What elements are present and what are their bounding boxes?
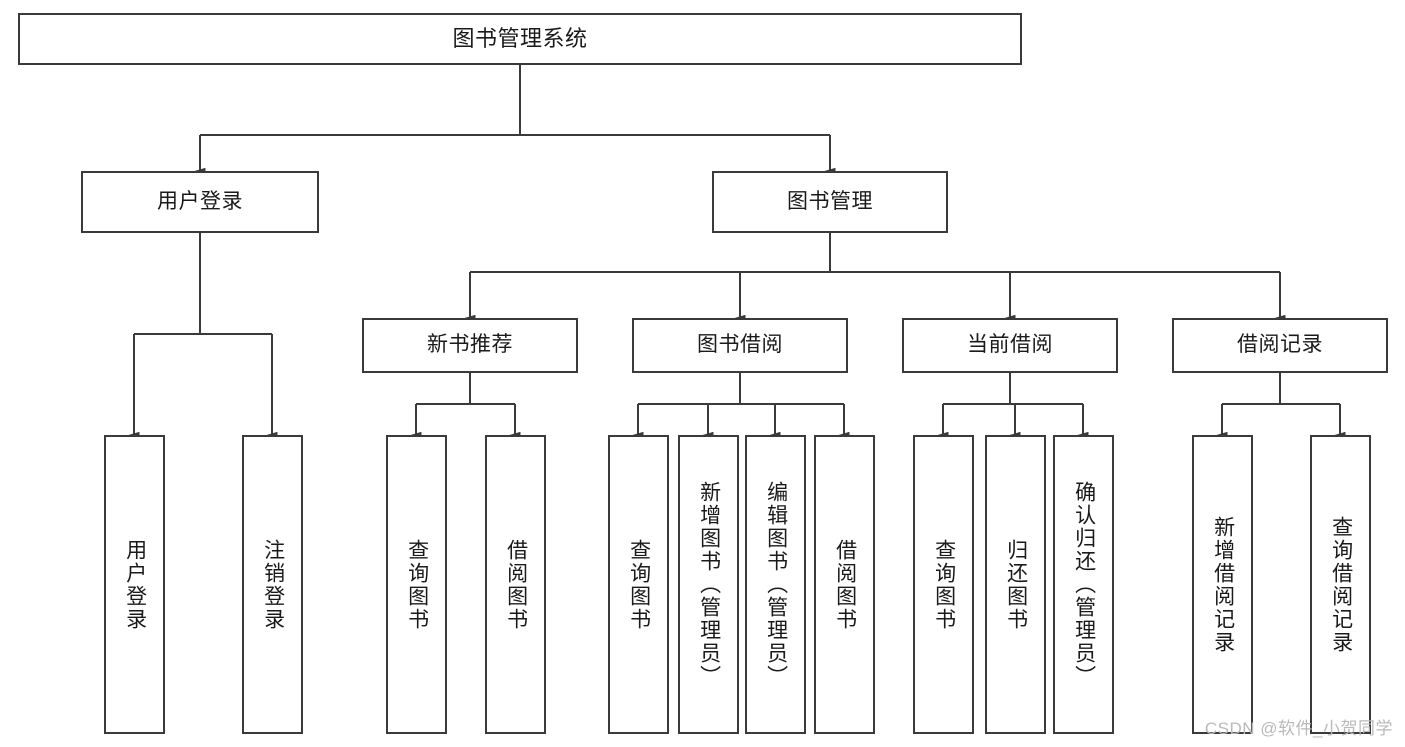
node-label: 借阅图书 [504,538,528,631]
node-label: 查询借阅记录 [1329,515,1353,654]
node-borrow-record[interactable]: 借阅记录 [1172,318,1388,373]
node-leaf-cur-return[interactable]: 归还图书 [985,435,1046,734]
node-label: 图书借阅 [697,333,783,357]
node-current-borrow[interactable]: 当前借阅 [902,318,1118,373]
node-leaf-cur-confirm[interactable]: 确认归还（管理员） [1053,435,1114,734]
node-label: 确认归还（管理员） [1072,481,1096,688]
node-root[interactable]: 图书管理系统 [18,13,1022,65]
node-label: 图书管理 [787,189,873,213]
node-leaf-rec-borrow[interactable]: 借阅图书 [485,435,546,734]
node-leaf-borrow-lend[interactable]: 借阅图书 [814,435,875,734]
node-label: 新书推荐 [427,333,513,357]
node-leaf-borrow-query[interactable]: 查询图书 [608,435,669,734]
node-label: 借阅图书 [833,538,857,631]
node-leaf-user-logout[interactable]: 注销登录 [242,435,303,734]
node-label: 归还图书 [1004,538,1028,631]
node-label: 查询图书 [405,538,429,631]
node-label: 新增借阅记录 [1211,515,1235,654]
node-label: 查询图书 [932,538,956,631]
node-label: 当前借阅 [967,333,1053,357]
node-label: 注销登录 [261,538,285,631]
csdn-watermark: CSDN @软件_小贺同学 [1204,719,1393,738]
node-leaf-cur-query[interactable]: 查询图书 [913,435,974,734]
node-label: 用户登录 [157,189,243,213]
node-book-manage[interactable]: 图书管理 [712,171,948,233]
node-leaf-rec-add[interactable]: 新增借阅记录 [1192,435,1253,734]
node-user-login[interactable]: 用户登录 [81,171,319,233]
node-leaf-user-login[interactable]: 用户登录 [104,435,165,734]
node-book-borrow[interactable]: 图书借阅 [632,318,848,373]
node-label: 查询图书 [627,538,651,631]
node-label: 新增图书（管理员） [697,481,721,688]
node-leaf-borrow-add[interactable]: 新增图书（管理员） [678,435,739,734]
node-leaf-borrow-edit[interactable]: 编辑图书（管理员） [745,435,806,734]
node-leaf-rec-search[interactable]: 查询借阅记录 [1310,435,1371,734]
node-label: 图书管理系统 [452,26,588,52]
node-label: 用户登录 [123,538,147,631]
node-label: 借阅记录 [1237,333,1323,357]
node-new-book-rec[interactable]: 新书推荐 [362,318,578,373]
node-leaf-rec-query[interactable]: 查询图书 [386,435,447,734]
node-label: 编辑图书（管理员） [764,481,788,688]
edges-group [128,65,1346,439]
